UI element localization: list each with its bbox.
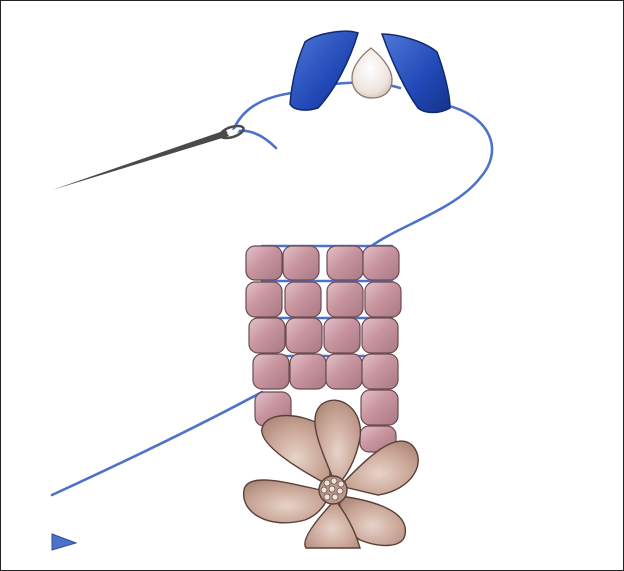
needle-icon	[52, 124, 245, 190]
drop-bead-icon	[352, 48, 392, 98]
blue-bead-fragment-icon	[52, 534, 76, 550]
